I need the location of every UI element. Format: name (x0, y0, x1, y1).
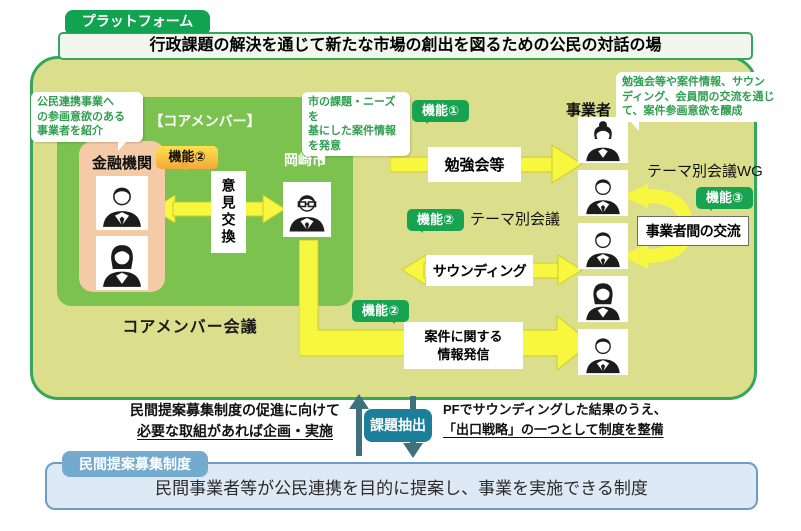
man-icon (578, 329, 628, 375)
man-icon (578, 223, 628, 269)
platform-title: 行政課題の解決を通じて新たな市場の創出を図るための公民の対話の場 (58, 32, 753, 60)
function1-badge: 機能① (412, 100, 469, 124)
theme-meeting-label: テーマ別会議 (470, 211, 561, 228)
man-icon (578, 170, 628, 216)
finance-woman-avatar (96, 236, 148, 290)
bottom-left-note-line2: 必要な取組があれば企画・実施 (137, 423, 333, 439)
man-icon (96, 176, 148, 230)
operators-label: 事業者 (566, 102, 612, 119)
wg-label: テーマ別会議WG (647, 163, 763, 180)
bottom-right-note: PFでサウンディングした結果のうえ、 「出口戦略」の一つとして制度を整備 (443, 400, 703, 440)
woman-avatar (578, 276, 628, 322)
issue-extract-box: 課題抽出 (364, 409, 432, 442)
system-tag: 民間提案募集制度 (62, 451, 208, 477)
operator-note-callout: 勉強会等や案件情報、サウン ディング、会員間の交流を通じ て、案件参画意欲を醸成 (616, 72, 796, 131)
finance-label: 金融機関 (91, 155, 152, 172)
bottom-left-note: 民間提案募集制度の促進に向けて 必要な取組があれば企画・実施 (115, 400, 355, 442)
function2-info-badge: 機能② (352, 300, 409, 324)
woman-elder-icon (578, 117, 628, 163)
core-meeting-caption: コアメンバー会議 (122, 319, 258, 336)
woman-icon (578, 276, 628, 322)
bottom-right-note-line1: PFでサウンディングした結果のうえ、 (443, 402, 667, 417)
man-avatar (578, 223, 628, 269)
man-glasses-icon (283, 182, 331, 237)
operator-avatar-list (578, 117, 628, 375)
info-label-box: 案件に関する 情報発信 (404, 322, 523, 369)
bottom-left-note-line1: 民間提案募集制度の促進に向けて (130, 402, 340, 418)
man-avatar (578, 170, 628, 216)
function3-badge: 機能③ (696, 187, 753, 211)
man-avatar (578, 329, 628, 375)
city-officer-avatar (283, 182, 331, 237)
woman-elder-avatar (578, 117, 628, 163)
sounding-label-box: サウンディング (426, 255, 533, 286)
finance-man-avatar (96, 176, 148, 230)
city-info-callout: 市の課題・ニーズを 基にした案件情報 を発意 (302, 92, 410, 166)
exchange-label-box: 意見交換 (211, 171, 246, 253)
function2-exchange-badge: 機能② (156, 146, 218, 171)
finance-intro-callout: 公民連携事業へ の参画意欲のある 事業者を紹介 (31, 92, 143, 151)
bottom-right-note-line2: 「出口戦略」の一つとして制度を整備 (443, 422, 664, 437)
study-label-box: 勉強会等 (428, 147, 521, 182)
function2-theme-badge: 機能② (407, 209, 464, 233)
core-member-heading: 【コアメンバー】 (149, 113, 261, 129)
platform-tag: プラットフォーム (65, 10, 210, 33)
woman-icon (96, 236, 148, 290)
operator-exchange-label-box: 事業者間の交流 (637, 216, 749, 246)
